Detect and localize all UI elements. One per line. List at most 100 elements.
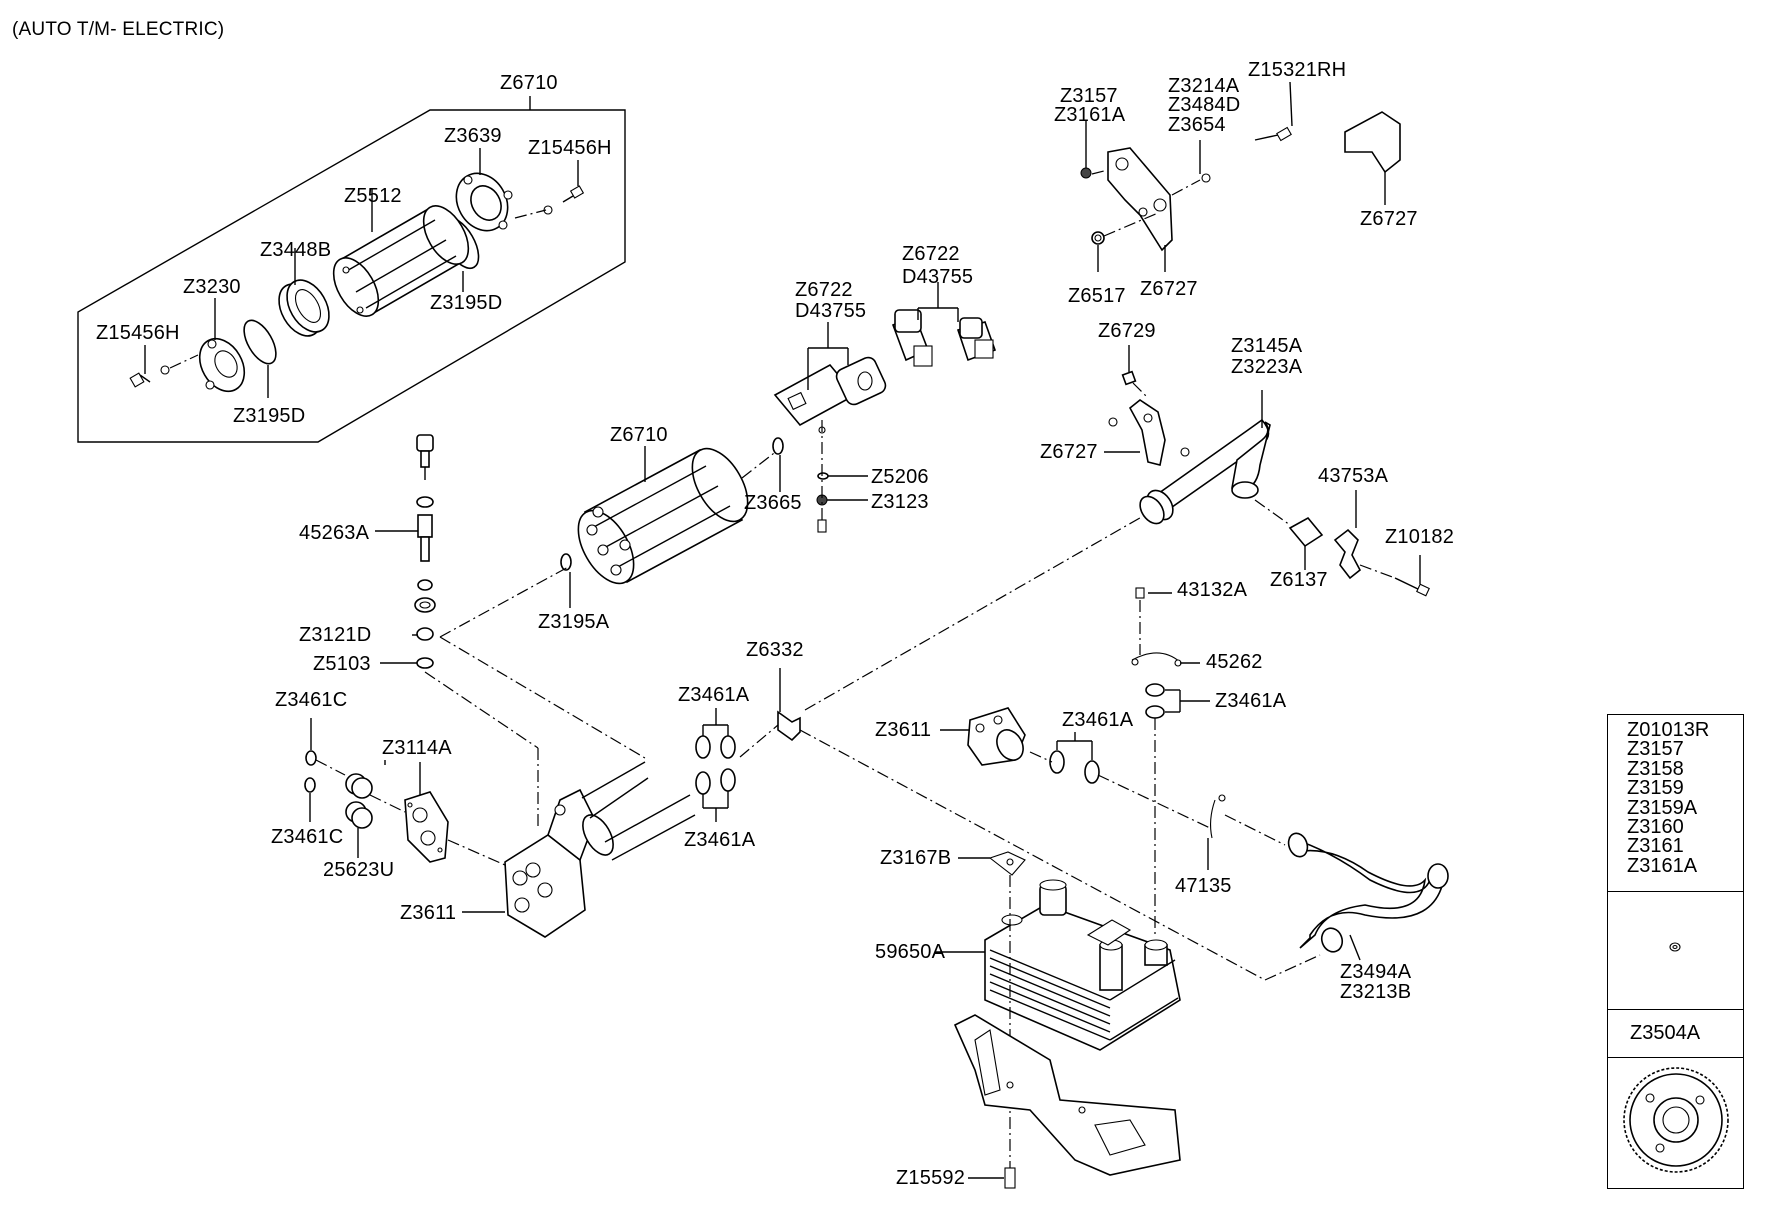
- legend-part: Z3157: [1627, 738, 1684, 761]
- z3611-valve-body-left[interactable]: [462, 788, 619, 938]
- label-z3123: Z3123: [871, 491, 929, 513]
- z3195d-o-ring-bottom[interactable]: [238, 315, 283, 398]
- z5512-filter-cylinder[interactable]: [324, 188, 477, 324]
- label-z6727-bracket: Z6727: [1140, 278, 1198, 300]
- label-z3639: Z3639: [444, 125, 502, 147]
- legend-part: Z3161A: [1627, 854, 1698, 877]
- label-z3448b: Z3448B: [260, 239, 332, 261]
- label-z3665: Z3665: [744, 492, 802, 514]
- z3161a-nut[interactable]: [1080, 120, 1092, 179]
- label-z3230: Z3230: [183, 276, 241, 298]
- 25623u-fitting[interactable]: [345, 801, 373, 858]
- label-z3654: Z3654: [1168, 114, 1226, 136]
- z6727-bracket-mid[interactable]: [1104, 399, 1190, 466]
- z15321rh-bolt[interactable]: [1254, 81, 1293, 142]
- 45263a-sensor-stack[interactable]: [375, 434, 436, 669]
- label-z3145a: Z3145A: [1231, 335, 1303, 357]
- z3167b-gasket[interactable]: [958, 851, 1026, 876]
- z15456h-bolt-left[interactable]: [129, 345, 170, 388]
- small-bolt-under-solenoid[interactable]: [817, 420, 827, 533]
- z6517-nut[interactable]: [1091, 231, 1105, 272]
- cooler-mount-bracket[interactable]: [953, 1014, 1181, 1176]
- label-z3121d: Z3121D: [299, 624, 372, 646]
- label-z10182: Z10182: [1385, 526, 1455, 548]
- label-45262: 45262: [1206, 651, 1263, 673]
- 43753a-clamp[interactable]: [1333, 490, 1362, 580]
- z6710-filter-housing[interactable]: [567, 439, 759, 592]
- z3114a-fitting[interactable]: [345, 760, 386, 799]
- z3145a-pipe-upper[interactable]: [1135, 390, 1271, 528]
- z6722-solenoid-a[interactable]: [773, 322, 888, 434]
- label-45263a: 45263A: [299, 522, 370, 544]
- label-z3161a-top: Z3161A: [1054, 104, 1126, 126]
- label-z3195d-bottom: Z3195D: [233, 405, 306, 427]
- gasket-plate[interactable]: [404, 762, 449, 863]
- z3448b-seal-ring[interactable]: [270, 248, 337, 343]
- label-z3461a-mid: Z3461A: [1062, 709, 1134, 731]
- label-43753a: 43753A: [1318, 465, 1389, 487]
- label-z6722-a: Z6722: [795, 279, 853, 301]
- 47135-clip[interactable]: [1207, 794, 1226, 870]
- z6722-solenoid-b[interactable]: [891, 282, 997, 367]
- parts-legend-box: Z01013R Z3157 Z3158 Z3159 Z3159A Z3160 Z…: [1607, 714, 1744, 1189]
- 43132a-bolt[interactable]: [1135, 587, 1172, 599]
- z3195a-o-ring[interactable]: [560, 553, 572, 608]
- z3494a-hose[interactable]: [1285, 831, 1449, 961]
- label-z6517: Z6517: [1068, 285, 1126, 307]
- z3461a-o-rings-mid[interactable]: [1049, 732, 1100, 784]
- label-z3461c-bottom: Z3461C: [271, 826, 344, 848]
- z3461c-o-ring-bottom[interactable]: [304, 777, 316, 822]
- z3230-end-cover[interactable]: [191, 298, 254, 399]
- 59650a-oil-cooler[interactable]: [935, 879, 1181, 1051]
- label-z6727-right: Z6727: [1360, 208, 1418, 230]
- label-z6727-mid: Z6727: [1040, 441, 1098, 463]
- 45262-clip[interactable]: [1131, 652, 1200, 667]
- z3665-o-ring[interactable]: [772, 437, 784, 492]
- label-z3167b: Z3167B: [880, 847, 952, 869]
- z3461a-o-rings-pair[interactable]: [695, 708, 736, 822]
- z3123-nut[interactable]: [816, 494, 868, 506]
- z5206-washer[interactable]: [817, 472, 868, 480]
- label-z5206: Z5206: [871, 466, 929, 488]
- label-z3461a-right: Z3461A: [1215, 690, 1287, 712]
- legend-part: Z3161: [1627, 835, 1684, 858]
- label-47135: 47135: [1175, 875, 1232, 897]
- small-nut-legend-icon: [1669, 942, 1681, 952]
- label-d43755-b: D43755: [902, 266, 974, 288]
- label-59650a: 59650A: [875, 941, 946, 963]
- legend-z3504a-section: Z3504A: [1608, 1009, 1743, 1057]
- z6727-bracket-right[interactable]: [1344, 111, 1401, 205]
- label-z6137: Z6137: [1270, 569, 1328, 591]
- z6727-bracket-plate[interactable]: [1107, 147, 1173, 272]
- label-z6710-mid: Z6710: [610, 424, 668, 446]
- z6332-bracket[interactable]: [777, 668, 801, 742]
- legend-part: Z3160: [1627, 816, 1684, 839]
- z6137-sleeve[interactable]: [1288, 516, 1324, 570]
- label-z3484d: Z3484D: [1168, 94, 1241, 116]
- z15592-bolt[interactable]: [968, 1167, 1016, 1189]
- z10182-bolt[interactable]: [1394, 555, 1430, 597]
- label-z3611-mid: Z3611: [875, 719, 932, 741]
- label-z3494a: Z3494A: [1340, 961, 1412, 983]
- label-z3461a-upper: Z3461A: [678, 684, 750, 706]
- label-z3195d-top: Z3195D: [430, 292, 503, 314]
- label-z6332: Z6332: [746, 639, 804, 661]
- label-z3157-top: Z3157: [1060, 85, 1118, 107]
- z3461c-o-ring-top[interactable]: [305, 718, 317, 766]
- label-z15592: Z15592: [896, 1167, 966, 1189]
- tube-lines-left: [581, 761, 696, 861]
- z15456h-bolt-top[interactable]: [543, 160, 585, 215]
- z6729-nut[interactable]: [1121, 345, 1137, 386]
- label-z3213b: Z3213B: [1340, 981, 1412, 1003]
- z3461a-o-rings-right[interactable]: [1145, 683, 1210, 719]
- label-z3223a: Z3223A: [1231, 356, 1303, 378]
- legend-gear-section: [1608, 1057, 1743, 1190]
- z3654-washer[interactable]: [1199, 140, 1211, 183]
- label-z6710-top: Z6710: [500, 72, 558, 94]
- z3611-valve-mid[interactable]: [940, 707, 1028, 766]
- label-d43755-a: D43755: [795, 300, 867, 322]
- legend-nut-section: [1608, 891, 1743, 1009]
- legend-part: Z01013R: [1627, 719, 1710, 741]
- z3639-end-cap[interactable]: [446, 148, 518, 240]
